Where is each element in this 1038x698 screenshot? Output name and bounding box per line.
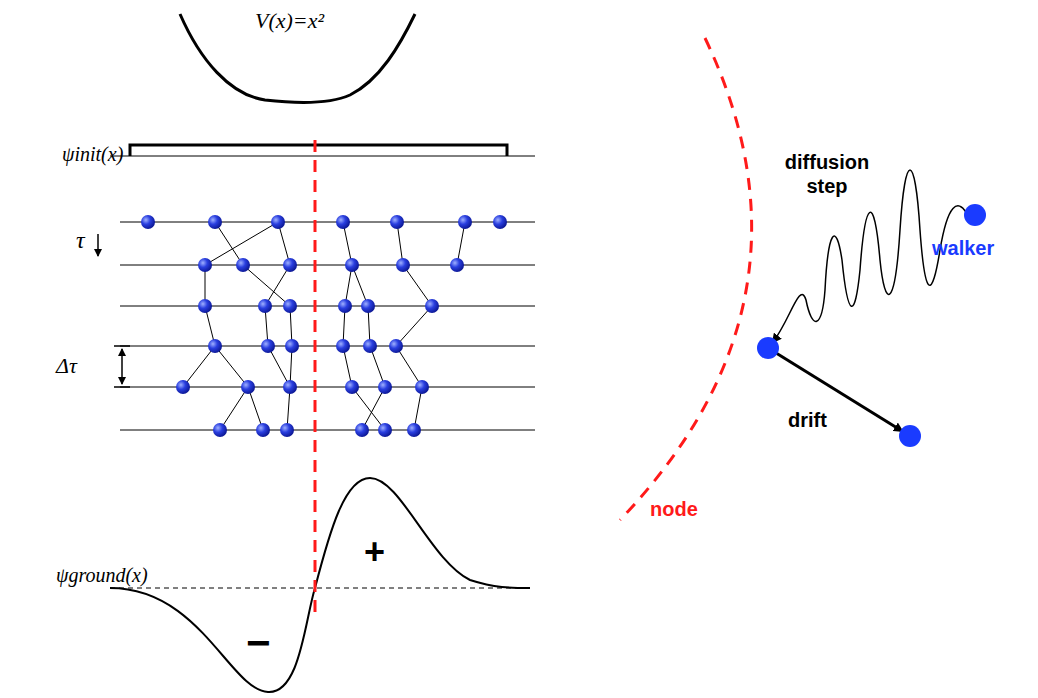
tau-label: τ xyxy=(76,226,85,255)
walker-dot xyxy=(964,204,986,226)
sign-label: − xyxy=(246,618,271,668)
potential-label: V(x)=x² xyxy=(255,8,324,34)
walker-paths xyxy=(183,222,465,430)
tau-arrow xyxy=(97,234,99,256)
dtau-tick xyxy=(114,386,130,388)
axis-line xyxy=(110,156,535,157)
wavefunction-label: ψground(x) xyxy=(56,563,148,587)
walker-dots xyxy=(141,215,507,437)
step-label: diffusion step xyxy=(772,150,882,198)
walker-dot xyxy=(899,425,921,447)
node-label: node xyxy=(650,497,698,521)
dtau-tick xyxy=(114,345,130,347)
drift-arrow xyxy=(768,348,902,431)
walker-dot xyxy=(757,337,779,359)
dtau-label: Δτ xyxy=(56,353,77,379)
time-lines xyxy=(120,222,535,430)
node-line xyxy=(314,140,317,612)
wavefunction-label: ψinit(x) xyxy=(62,142,123,166)
walker-label: walker xyxy=(932,236,994,260)
drift-label: drift xyxy=(788,408,827,432)
init-wavefunction xyxy=(130,145,507,156)
dtau-arrow xyxy=(121,349,123,384)
node-surface xyxy=(620,38,752,520)
zero-line xyxy=(110,588,530,589)
sign-label: + xyxy=(364,530,385,573)
ground-wavefunction xyxy=(110,478,530,692)
